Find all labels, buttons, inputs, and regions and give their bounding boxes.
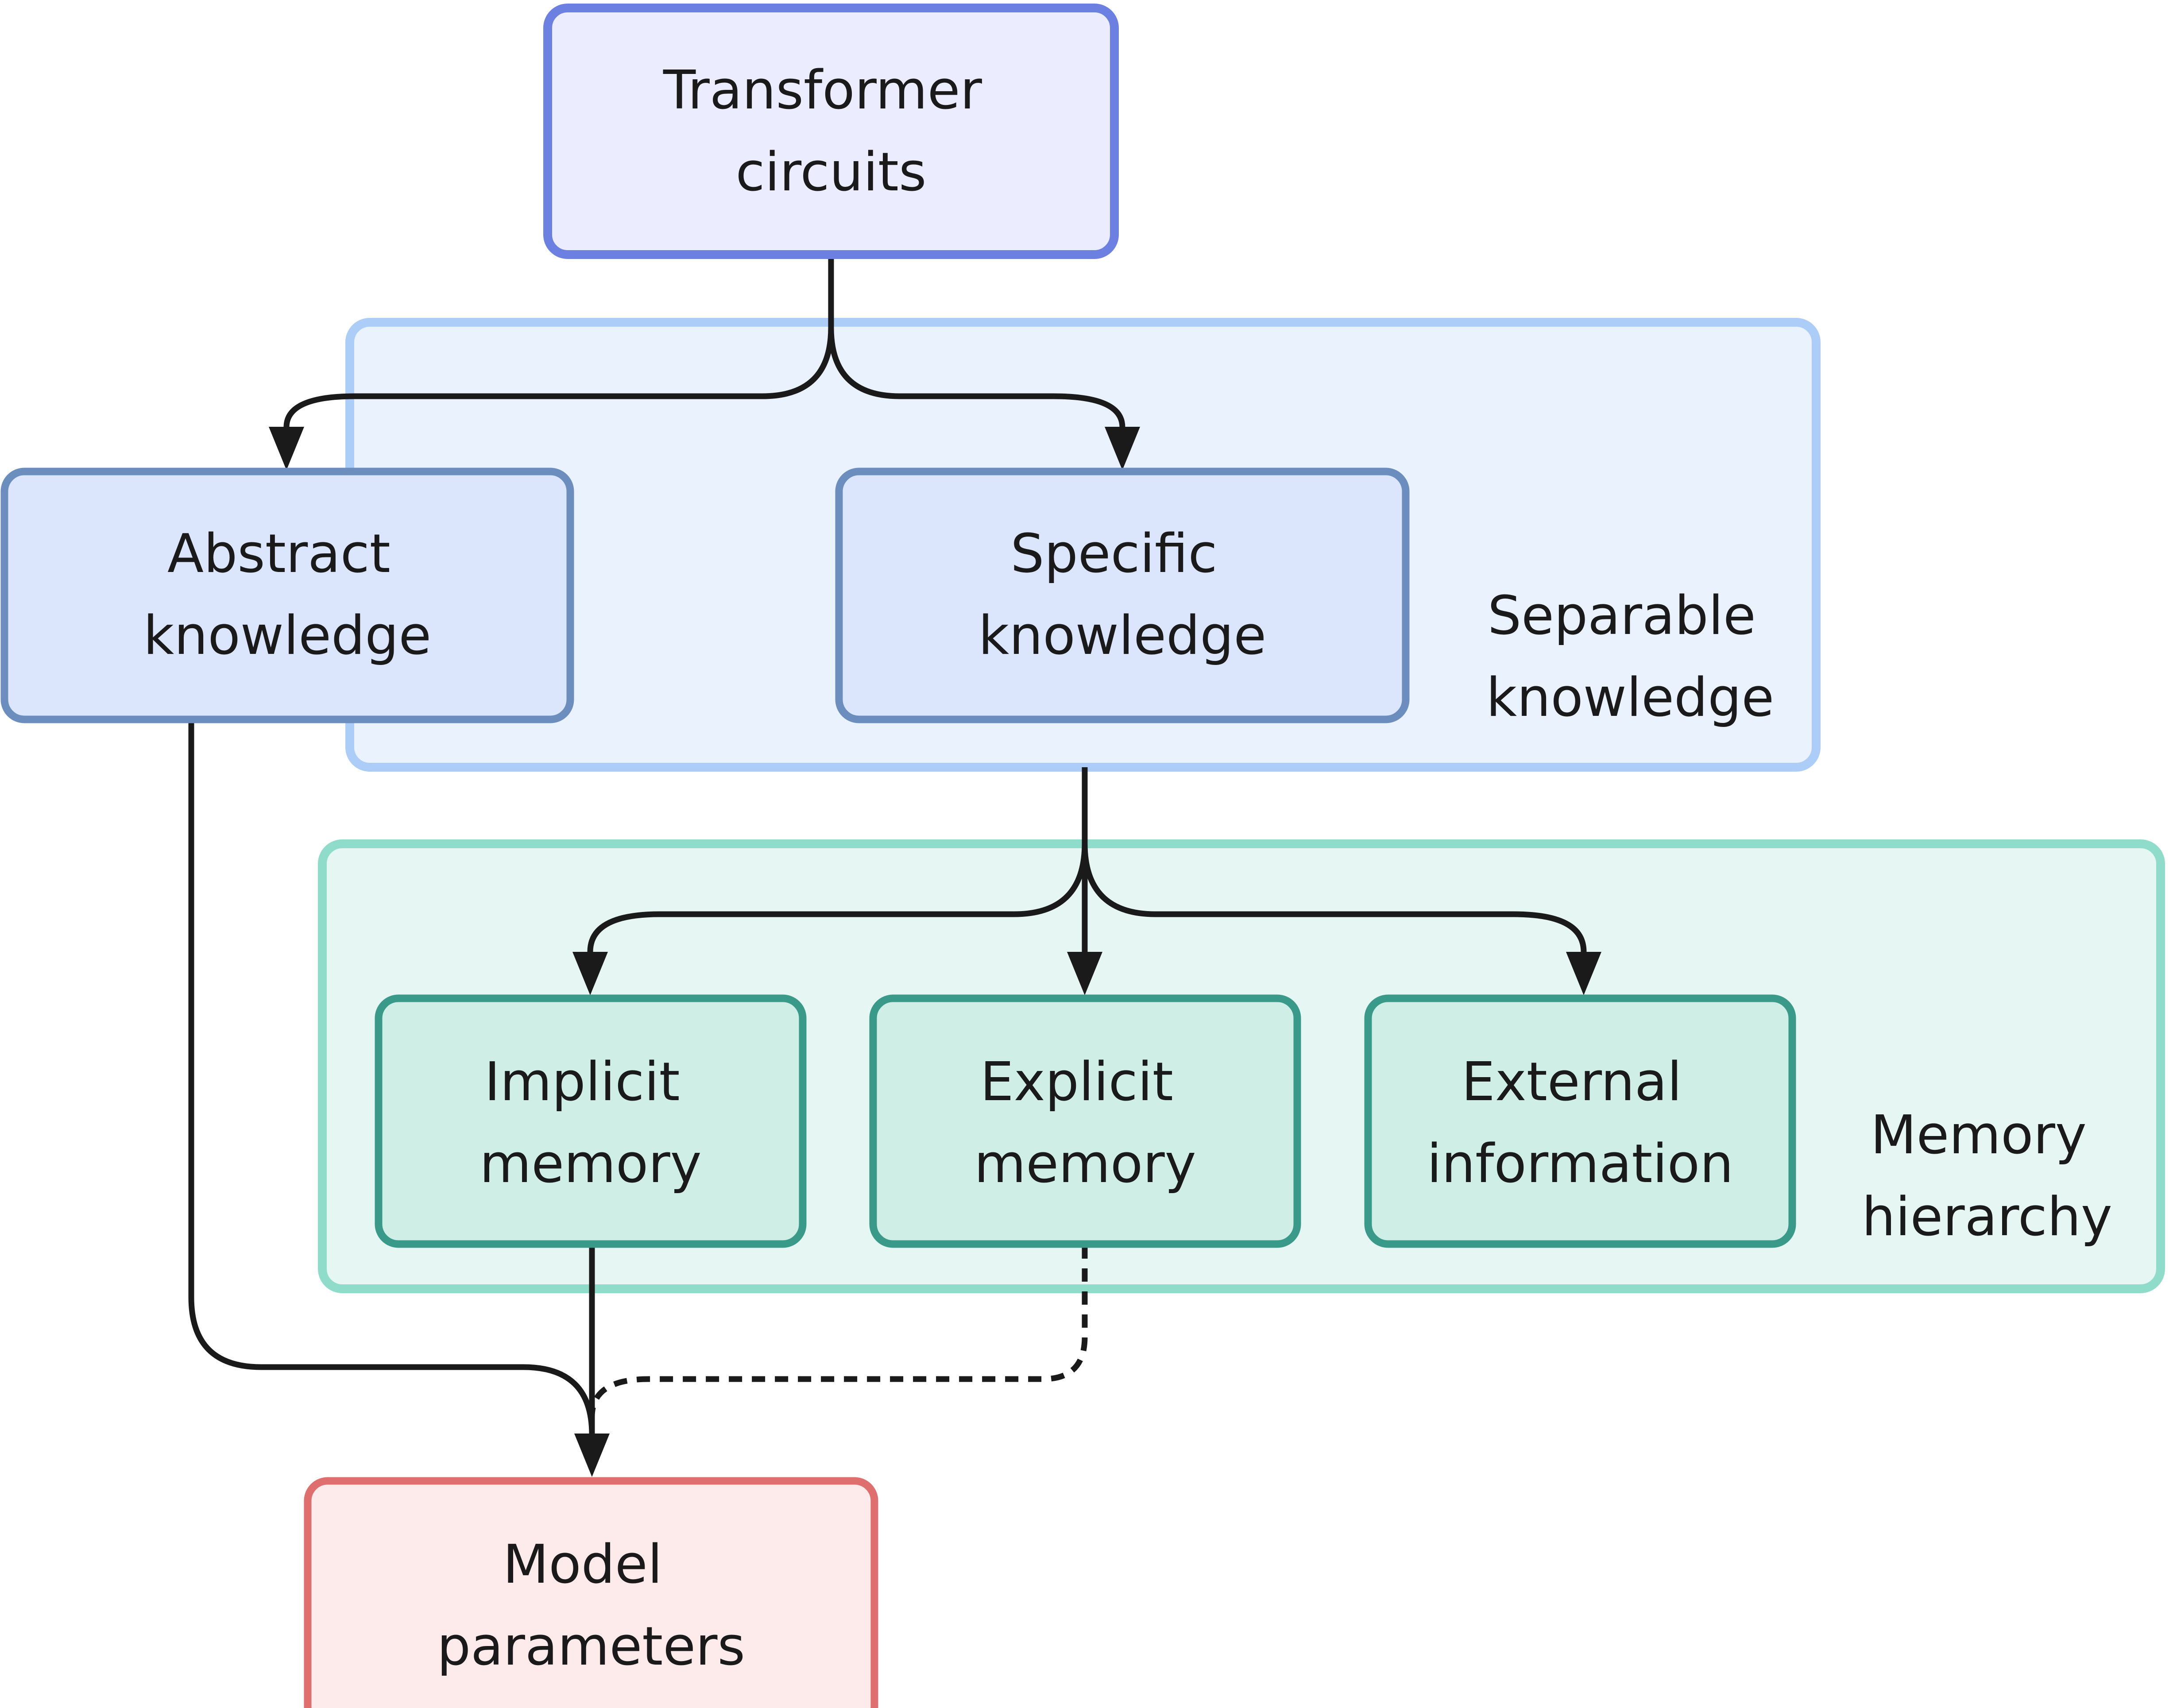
arrowhead-external [1566,952,1601,995]
node-explicit-memory [869,994,1301,1248]
arrowhead-implicit [572,952,608,995]
label-model-parameters: Model parameters [437,1534,745,1677]
label-transformer-circuits: Transformer circuits [663,60,999,203]
node-transformer-circuits [543,4,1119,259]
node-implicit-memory [375,994,807,1248]
arrowhead-specific [1105,427,1140,470]
edge-transformer-to-specific [828,327,1125,428]
arrowhead-params [574,1434,610,1477]
node-model-parameters [304,1477,878,1708]
arrowhead-abstract [269,427,304,470]
label-specific-knowledge: Specific knowledge [978,523,1266,667]
label-abstract-knowledge: Abstract knowledge [143,523,431,667]
node-specific-knowledge [835,468,1410,723]
node-abstract-knowledge [0,468,574,723]
arrowhead-explicit [1067,952,1102,995]
node-external-information [1364,994,1796,1248]
edge-explicit-to-params [589,1245,1088,1417]
edge-transformer-to-abstract [283,255,834,428]
label-implicit-memory: Implicit memory [479,1051,701,1195]
connectors [188,255,1601,1477]
label-memory-hierarchy: Memory hierarchy [1862,1105,2112,1248]
label-external-information: External information [1427,1051,1734,1195]
edge-separable-to-external [1082,843,1587,952]
label-explicit-memory: Explicit memory [974,1051,1196,1195]
edge-abstract-to-params [188,721,595,1435]
label-separable-knowledge: Separable knowledge [1486,585,1774,729]
edge-separable-to-implicit [587,767,1088,952]
